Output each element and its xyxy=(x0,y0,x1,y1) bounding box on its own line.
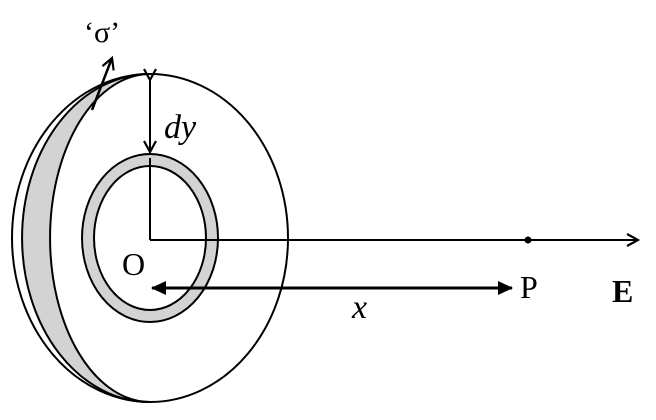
sigma-pointer-arrow xyxy=(90,58,112,111)
disc-edge-crescent xyxy=(21,73,151,403)
distance-label: x xyxy=(351,289,367,326)
origin-label: O xyxy=(122,246,145,282)
dy-label: dy xyxy=(164,109,197,146)
point-p-dot xyxy=(524,236,532,244)
field-label: E xyxy=(612,273,633,309)
point-p-label: P xyxy=(520,269,538,305)
sigma-label: ‘σ’ xyxy=(84,16,120,49)
